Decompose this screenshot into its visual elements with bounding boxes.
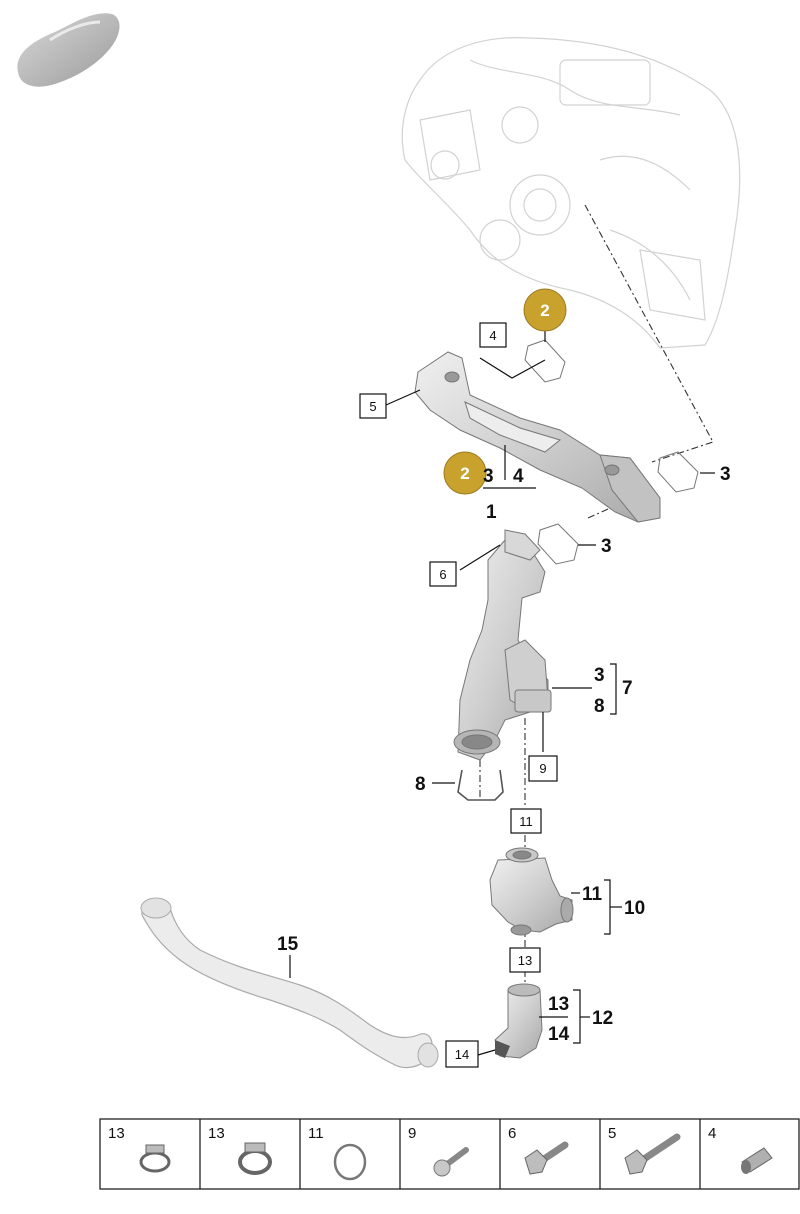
coolant-hose-part-15 — [140, 897, 439, 1069]
svg-text:5: 5 — [369, 399, 376, 414]
hose-elbow-part-12 — [494, 983, 543, 1059]
svg-text:6: 6 — [508, 1125, 516, 1142]
strip-cell-5: 6 — [508, 1125, 569, 1175]
svg-text:11: 11 — [308, 1125, 324, 1142]
svg-text:2: 2 — [460, 464, 469, 483]
svg-text:4: 4 — [489, 328, 496, 343]
svg-text:14: 14 — [455, 1047, 469, 1062]
callout-numbers: 3 4 1 3 3 3 8 7 8 11 10 13 14 12 15 — [277, 464, 731, 1045]
callout-8-pipe: 8 — [594, 696, 605, 717]
callout-12: 12 — [592, 1008, 613, 1029]
boxed-callout-4: 4 — [479, 322, 507, 348]
screw-icon — [433, 1147, 469, 1177]
callout-4-mid: 4 — [513, 466, 524, 487]
svg-text:13: 13 — [518, 953, 532, 968]
seal-ring-icon — [333, 1143, 367, 1181]
boxed-callout-5: 5 — [359, 393, 387, 419]
callout-3-right: 3 — [720, 464, 731, 485]
thermostat-housing-part-10 — [489, 847, 574, 936]
boxed-callout-11: 11 — [510, 808, 542, 834]
boxed-callout-9: 9 — [528, 755, 558, 782]
svg-text:5: 5 — [608, 1125, 616, 1142]
svg-text:9: 9 — [539, 761, 546, 776]
hose-clamp-large-icon — [238, 1142, 272, 1175]
svg-text:11: 11 — [519, 814, 533, 829]
callout-7: 7 — [622, 678, 633, 699]
boxed-callout-14: 14 — [445, 1040, 479, 1068]
callout-3-lower: 3 — [601, 536, 612, 557]
svg-text:9: 9 — [408, 1125, 416, 1142]
coolant-manifold-part-1 — [414, 351, 661, 523]
boxed-callout-6: 6 — [429, 561, 457, 587]
coolant-pipe-part-7 — [453, 529, 552, 761]
callout-10: 10 — [624, 898, 645, 919]
bolt-icon — [624, 1133, 681, 1175]
callout-3-truncated: 3 — [483, 466, 494, 487]
svg-text:2: 2 — [540, 301, 549, 320]
svg-text:13: 13 — [208, 1125, 225, 1142]
engine-ghost-image — [401, 37, 741, 349]
svg-text:4: 4 — [708, 1125, 716, 1142]
svg-text:13: 13 — [108, 1125, 125, 1142]
boxed-callout-13: 13 — [509, 947, 541, 973]
hose-clamp-small-icon — [139, 1144, 171, 1173]
strip-cell-1: 13 — [108, 1125, 171, 1173]
hose-clamp-part-8 — [457, 769, 504, 801]
callout-15: 15 — [277, 934, 299, 955]
strip-cell-2: 13 — [208, 1125, 272, 1175]
leader-lines — [289, 323, 715, 1056]
vehicle-thumbnail-icon — [17, 13, 120, 87]
svg-text:6: 6 — [439, 567, 446, 582]
strip-cell-6: 5 — [608, 1125, 681, 1175]
callout-badge-2-top: 2 — [523, 288, 567, 332]
callout-11-group: 11 — [582, 884, 603, 905]
strip-cell-4: 9 — [408, 1125, 469, 1177]
small-parts-strip: 13 13 11 9 6 — [99, 1118, 800, 1190]
flange-bolt-icon — [524, 1141, 569, 1175]
callout-13-group: 13 — [548, 994, 569, 1015]
strip-cell-3: 11 — [308, 1125, 367, 1181]
callout-1: 1 — [486, 502, 497, 523]
callout-3-pipe: 3 — [594, 665, 605, 686]
sleeve-bushing-icon — [741, 1147, 773, 1174]
callout-badge-2-mid: 2 — [443, 451, 487, 495]
callout-14-group: 14 — [548, 1024, 570, 1045]
strip-cell-7: 4 — [708, 1125, 773, 1174]
callout-8-clamp: 8 — [415, 774, 426, 795]
